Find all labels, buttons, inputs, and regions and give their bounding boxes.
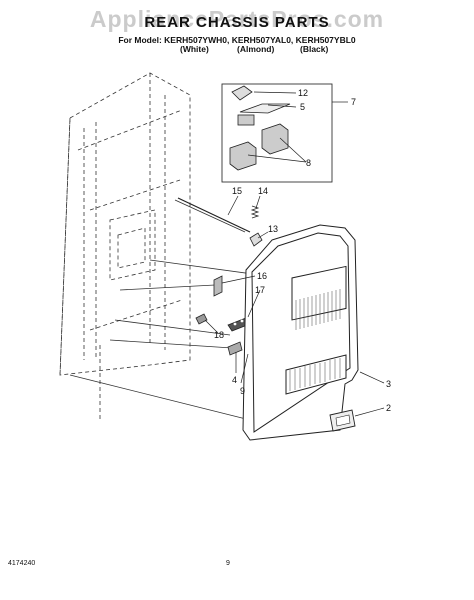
rear-panel-3-shape — [242, 224, 359, 441]
callout-15: 15 — [232, 186, 242, 196]
variant-almond: (Almond) — [237, 44, 275, 54]
diagram-title: REAR CHASSIS PARTS — [144, 14, 330, 31]
callout-17: 17 — [255, 285, 265, 295]
bracket-5-shape — [239, 103, 291, 114]
callout-4: 4 — [232, 375, 237, 385]
cover-plate-2-shape — [329, 409, 356, 432]
callout-8: 8 — [306, 158, 311, 168]
callout-18: 18 — [214, 330, 224, 340]
callout-9: 9 — [240, 386, 245, 396]
callout-5: 5 — [300, 102, 305, 112]
document-number: 4174240 — [8, 560, 36, 567]
callout-13: 13 — [268, 224, 278, 234]
block-8b-shape — [261, 123, 289, 155]
callout-3: 3 — [386, 379, 391, 389]
watermark-text: AppliancePartsPros.com — [89, 6, 385, 32]
assembly-guide-lines — [69, 199, 261, 421]
callout-16: 16 — [257, 271, 267, 281]
page-number: 9 — [226, 560, 230, 567]
callout-14: 14 — [258, 186, 268, 196]
rod-15-shape — [177, 197, 251, 233]
variant-white: (White) — [180, 44, 209, 54]
parts-kit-box — [221, 83, 333, 183]
callout-2: 2 — [386, 403, 391, 413]
spring-14-shape — [250, 205, 260, 219]
bracket-12-shape — [231, 85, 253, 101]
callout-12: 12 — [298, 88, 308, 98]
variant-black: (Black) — [300, 44, 329, 54]
callout-7: 7 — [351, 97, 356, 107]
callout-leaders — [204, 91, 385, 417]
range-body-outline — [59, 72, 191, 420]
bracket-4-shape — [227, 341, 243, 356]
screw-18-shape — [195, 313, 208, 325]
hook-13-shape — [249, 232, 263, 247]
model-numbers: For Model: KERH507YWH0, KERH507YAL0, KER… — [118, 35, 356, 45]
bracket-16-shape — [213, 275, 223, 297]
block-8a-shape — [229, 141, 257, 171]
